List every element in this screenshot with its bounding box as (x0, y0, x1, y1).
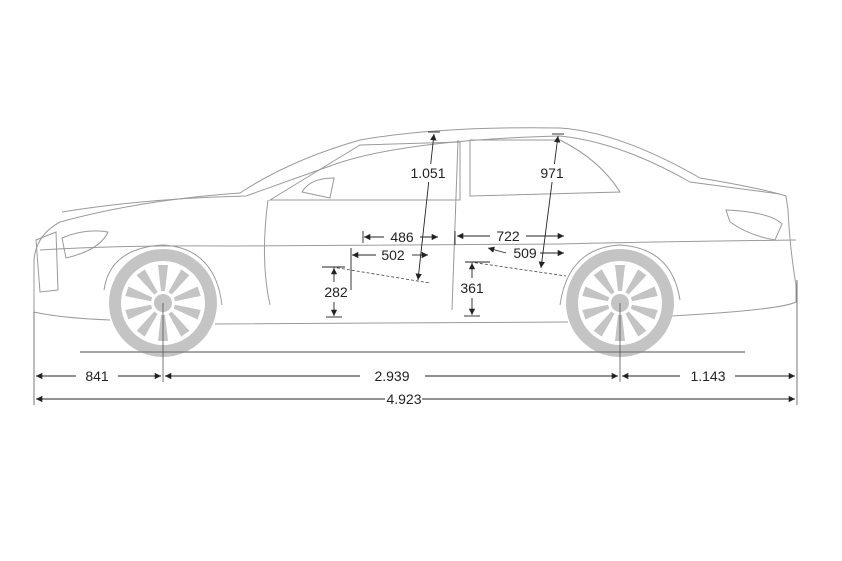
rear-legroom-lower-dimension: 509 (469, 245, 567, 277)
front-overhang-dimension: 841 (36, 368, 162, 384)
front-legroom-lower-label: 502 (381, 247, 405, 263)
front-seat-height-dimension: 282 (322, 266, 348, 318)
wheel-spoke (125, 304, 153, 320)
wheel-spoke (158, 265, 168, 291)
front-legroom-upper-dimension: 486 (362, 229, 438, 245)
wheel-spoke (630, 304, 658, 320)
rear-overhang-dimension: 1.143 (622, 368, 795, 384)
overall-length-label: 4.923 (386, 391, 421, 407)
wheel-spoke (593, 269, 615, 295)
wheelbase-label: 2.939 (374, 368, 409, 384)
wheel-spoke (582, 286, 610, 302)
rear-headroom-dimension: 971 (538, 133, 568, 269)
rear-headroom-label: 971 (540, 165, 564, 181)
rear-legroom-upper-dimension: 722 (454, 228, 564, 245)
wheel-spoke (625, 269, 647, 295)
front-wheel (109, 249, 217, 357)
wheel-spoke (173, 286, 201, 302)
wheel-spoke (168, 311, 190, 337)
wheel-spoke (136, 269, 158, 295)
rear-seat-height-dimension: 361 (460, 261, 490, 317)
wheel-spoke (615, 265, 625, 291)
front-headroom-dimension: 1.051 (408, 131, 448, 281)
front-legroom-upper-label: 486 (390, 229, 414, 245)
wheel-spoke (136, 311, 158, 337)
front-headroom-label: 1.051 (410, 165, 445, 181)
rear-legroom-upper-label: 722 (496, 228, 520, 244)
wheel-spoke (593, 311, 615, 337)
wheel-spoke (168, 269, 190, 295)
rear-legroom-lower-label: 509 (513, 245, 537, 261)
extension-lines (33, 280, 798, 405)
overall-length-dimension: 4.923 (36, 391, 795, 407)
rear-overhang-label: 1.143 (690, 368, 725, 384)
front-seat-height-label: 282 (324, 284, 348, 300)
wheel-spoke (630, 286, 658, 302)
front-overhang-label: 841 (85, 368, 109, 384)
wheelbase-dimension: 2.939 (164, 368, 618, 384)
wheel-spoke (125, 286, 153, 302)
rear-seat-height-label: 361 (460, 280, 484, 296)
car-body-outline (33, 127, 797, 325)
front-legroom-lower-dimension: 502 (331, 247, 431, 290)
wheel-spoke (625, 311, 647, 337)
wheel-spoke (173, 304, 201, 320)
wheel-spoke (582, 304, 610, 320)
